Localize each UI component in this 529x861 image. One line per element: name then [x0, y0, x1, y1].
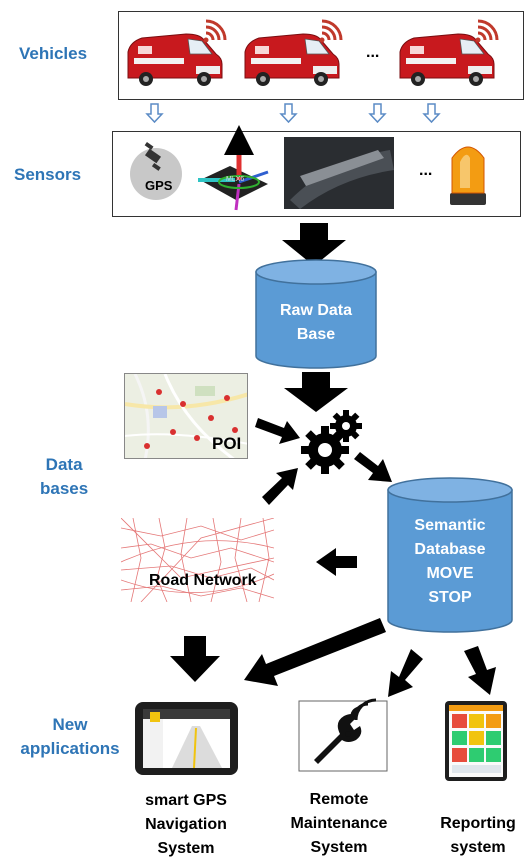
reporting-tablet-icon: [445, 701, 507, 781]
sensors-ellipsis: ...: [419, 162, 433, 179]
label-databases: Data bases: [40, 453, 88, 501]
label-databases-line2: bases: [40, 479, 89, 498]
remote-maintenance-icon: [298, 698, 388, 772]
arrow-semantic-to-reporting: [464, 646, 496, 695]
arrow-semantic-to-gps-app: [244, 618, 386, 686]
poi-map-thumbnail: [124, 373, 248, 459]
arrow-semantic-to-maintenance: [388, 649, 423, 697]
semantic-db-line2: Database: [414, 541, 486, 558]
label-databases-line1: Data: [45, 455, 83, 474]
gps-app-line2: Navigation: [145, 816, 227, 833]
arrow-down-to-raw-db: [282, 223, 346, 266]
label-sensors: Sensors: [14, 165, 82, 184]
arrow-down-to-gps-app: [170, 636, 220, 682]
beacon-light-icon: [450, 146, 486, 205]
semantic-db-line1: Semantic: [414, 517, 486, 534]
arrow-down-from-raw-db: [284, 372, 348, 412]
raw-db-line2: Base: [296, 326, 336, 343]
maintenance-app-caption: Remote Maintenance System: [279, 788, 399, 860]
gps-app-caption: smart GPS Navigation System: [126, 789, 246, 861]
arrow-road-to-gears: [262, 468, 298, 505]
gps-navigation-device-icon: [135, 702, 238, 775]
semantic-database-cylinder: [387, 477, 513, 633]
maintenance-app-line2: Maintenance: [290, 815, 388, 832]
arrow-down-hollow-group: [145, 103, 441, 124]
poi-map-svg: [125, 374, 247, 458]
arrow-poi-to-gears: [255, 418, 300, 444]
gps-app-line1: smart GPS: [145, 792, 227, 809]
maintenance-app-line1: Remote: [309, 791, 369, 808]
handbrake-sensor-image: [284, 137, 394, 209]
road-network-label: Road Network: [149, 572, 257, 589]
road-network-svg: [121, 518, 274, 602]
maintenance-app-line3: System: [310, 839, 368, 856]
arrow-gears-to-semantic-db: [354, 452, 392, 482]
reporting-app-caption: Reporting system: [430, 812, 526, 860]
label-vehicles: Vehicles: [19, 44, 88, 63]
reporting-app-line1: Reporting: [440, 815, 516, 832]
label-apps-line2: applications: [20, 739, 120, 758]
semantic-db-line3: MOVE: [426, 565, 474, 582]
road-network-thumbnail: [121, 518, 274, 602]
imu-chip-label: MLX6: [226, 176, 245, 183]
reporting-app-line2: system: [450, 839, 506, 856]
raw-db-line1: Raw Data: [279, 302, 353, 319]
label-apps-line1: New: [52, 715, 88, 734]
vehicles-ellipsis: ...: [366, 44, 380, 61]
raw-database-label: Raw Data Base: [256, 299, 376, 347]
gps-label: GPS: [145, 178, 173, 193]
imu-sensor-icon: [198, 125, 269, 211]
arrow-semantic-to-road: [316, 548, 357, 576]
gears-icon: [301, 410, 362, 474]
poi-label: POI: [212, 434, 242, 453]
semantic-db-line4: STOP: [428, 589, 472, 606]
gps-sensor-icon: [130, 141, 182, 200]
gps-app-line3: System: [157, 840, 215, 857]
label-new-applications: New applications: [17, 713, 123, 761]
semantic-database-label: Semantic Database MOVE STOP: [388, 514, 512, 610]
raw-database-cylinder: [255, 259, 377, 369]
